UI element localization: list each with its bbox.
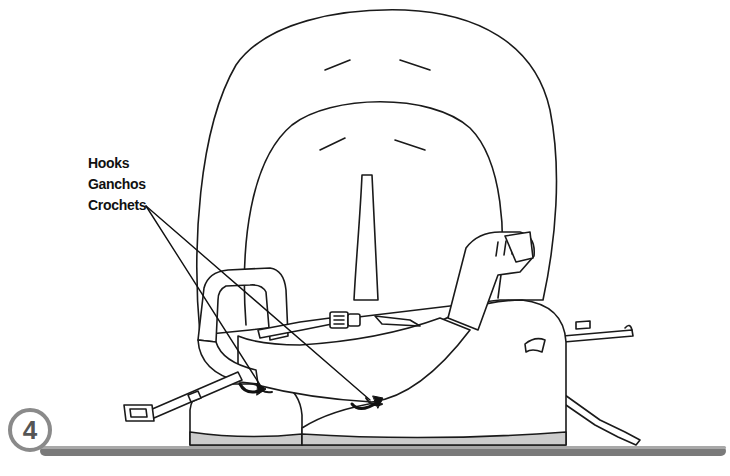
leader-line <box>146 206 370 400</box>
strap-keeper <box>576 321 590 329</box>
strap-buckle-slot <box>130 409 147 417</box>
buckle <box>330 312 348 328</box>
cushion-crease <box>400 60 430 70</box>
base-band <box>302 432 566 445</box>
step-number: 4 <box>23 417 37 443</box>
hook-arrowhead <box>373 396 383 408</box>
strap-slot <box>525 339 545 352</box>
part-label: Ganchos <box>88 176 146 192</box>
seat-back <box>197 10 557 335</box>
tray-latch <box>505 232 533 262</box>
strap <box>563 395 640 445</box>
strap-buckle <box>124 405 154 421</box>
cushion-crease <box>325 60 350 70</box>
part-label: Crochets <box>88 197 146 213</box>
base-band <box>190 432 302 445</box>
buckle-slots <box>334 316 344 324</box>
step-number-circle: 4 <box>8 408 52 452</box>
crotch-strap <box>354 175 378 300</box>
step-bar-highlight <box>40 446 726 449</box>
cushion-crease <box>395 140 425 150</box>
strap-end <box>625 325 632 330</box>
hook-arrowhead <box>257 384 266 395</box>
buckle-tongue <box>348 314 360 326</box>
hook-arrow <box>352 402 378 409</box>
part-label: Hooks <box>88 155 129 171</box>
strap <box>150 372 242 418</box>
step-bar <box>40 446 726 456</box>
armrest-right <box>448 232 534 330</box>
cushion-crease <box>320 138 345 150</box>
leader-line <box>146 206 262 388</box>
lap-strap <box>375 316 420 326</box>
seat-pan <box>238 318 470 402</box>
strap-keeper <box>188 391 201 402</box>
